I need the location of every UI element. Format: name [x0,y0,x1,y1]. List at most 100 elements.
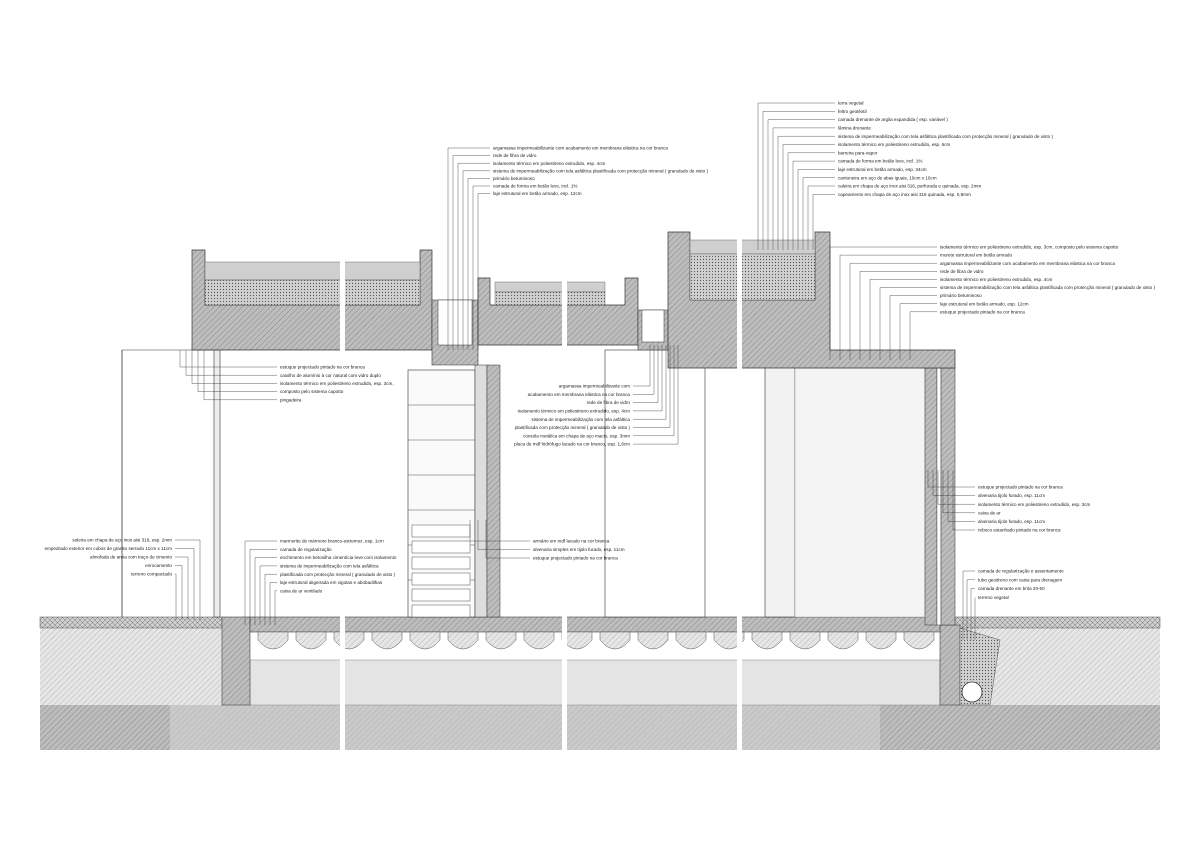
annotation-label: terreno compactado [131,572,172,577]
annotation-labels: argamassa impermeabilizante com acabamen… [45,101,1155,640]
leader-line [889,295,937,360]
vault-block [789,631,821,650]
leader-line [899,303,937,360]
leader-line [249,549,277,625]
annotation-label: laje estrutural em betão armado, esp. 12… [493,191,582,196]
leader-line [932,470,975,496]
leader-line [829,246,937,360]
leader-line [175,573,177,620]
leader-line [859,271,937,360]
annotation-label: isolamento térmico em poliestireno extru… [280,381,394,386]
annotation-label: caixa de ar [978,510,1001,515]
drawer [411,540,471,554]
leader-line [802,177,835,250]
annotation-label: cantoneira em aço de abas iguais, 10cm x… [838,175,937,180]
cabinet-labels: armário em mdf lacado na cor brancaalven… [469,520,625,561]
door-panel [604,349,706,618]
interior-walls [121,349,956,626]
parapet-right-labels: isolamento térmico em poliestireno extru… [829,245,1155,360]
vault-block [485,631,517,650]
leader-line [869,279,937,360]
leader-line [792,160,835,250]
vault-block [295,631,327,650]
annotation-label: caixa de ar ventilado [280,588,323,593]
leader-line [175,556,189,620]
vault-block [827,631,859,650]
annotation-label: sistema de impermeabilização com tela as… [493,168,708,173]
annotation-label: alvenaria tijolo furado, esp. 11cm [978,493,1045,498]
leader-line [633,345,671,428]
drawer [411,572,471,586]
annotation-label: reboco estanhado pintado na cor branca [978,528,1061,533]
vault-block [599,631,631,650]
exterior-left-labels: soleira em chapa de aço inox aisi 316, e… [45,538,201,620]
leader-line [633,345,659,403]
vault-block [447,631,479,650]
leader-line [797,169,835,250]
annotation-label: estuque projectado pintado na cor branca [533,556,618,561]
annotation-label: argamassa impermeabilizante com [559,384,630,389]
annotation-label: pingadeira [280,397,302,402]
leader-line [633,345,655,395]
vault-block [371,631,403,650]
annotation-label: camada de regularização e assentamento [978,569,1064,574]
leader-line [767,119,835,250]
leader-line [757,102,835,250]
drawer [411,524,471,538]
annotation-label: terra vegetal [838,101,864,106]
leader-line [942,470,975,513]
leader-line [175,539,201,620]
leader-line [947,470,975,522]
leader-line [777,135,835,250]
vault-block [903,631,935,650]
annotation-label: capeamento em chapa de aço inox aisi 316… [838,192,971,197]
annotation-label: estuque projectado pintado na cor branca [280,365,365,370]
roof-middle [477,277,639,346]
roof-left [191,249,433,351]
annotation-label: sistema de impermeabilização com tela as… [940,285,1155,290]
leader-line [927,470,975,488]
leader-line [203,350,277,400]
annotation-label: almofada de areia com traço de cimento [90,555,172,560]
leader-line [472,185,490,350]
leader-line [962,570,975,640]
leader-line [849,263,937,360]
annotation-label: camada de regularização [280,547,332,552]
annotation-label: composto pelo sistema capotto [280,389,344,394]
roof-mid-labels: argamassa impermeabilizante com acabamen… [447,146,708,350]
leader-line [909,311,937,360]
leader-line [179,350,277,368]
drain-pipe [961,681,983,703]
leader-line [633,345,651,387]
annotation-label: camada drenante em brita 20-50 [978,586,1045,591]
leader-line [274,590,277,625]
annotation-label: rede de fibra de vidro [940,269,984,274]
leader-line [952,470,975,531]
annotation-label: camada de forma em betão leve, incl. 1% [838,159,923,164]
annotation-label: argamassa impermeabilizante com acabamen… [940,261,1115,266]
annotation-label: alvenaria tijolo furado, esp. 11cm [978,519,1045,524]
annotation-label: isolamento térmico em poliestireno extru… [493,161,606,166]
annotation-label: enchimento em betonilha cimentícia leve … [280,555,397,560]
drawer [411,556,471,570]
drawer [411,604,471,618]
leader-line [447,147,490,350]
leader-line [485,520,530,559]
drain-right-labels: camada de regularização e assentamento tu… [962,569,1064,640]
annotation-label: isolamento térmico em poliestireno extru… [838,142,951,147]
annotation-label: laje estrutural aligeirada em vigotas e … [280,580,383,585]
annotation-label: estuque projectado pintado na cor branca [940,309,1025,314]
leader-line [633,345,679,445]
annotation-label: terreno vegetal [978,595,1009,600]
annotation-label: tubo geodreno com caixa para drenagem [978,577,1062,582]
annotation-label: laje estrutural em betão armado, esp. 34… [838,167,927,172]
leader-line [782,144,835,250]
annotation-label: empedrado exterior em cubos de granito s… [45,546,173,551]
annotation-label: isolamento térmico em poliestireno extru… [978,502,1091,507]
annotation-label: alvenaria simples em tijolo furado, esp.… [533,547,625,552]
foundation-wall [221,616,961,706]
annotation-label: acabamento em membrana elástica na cor b… [528,392,631,397]
vault-block [523,631,555,650]
leader-line [477,193,490,350]
